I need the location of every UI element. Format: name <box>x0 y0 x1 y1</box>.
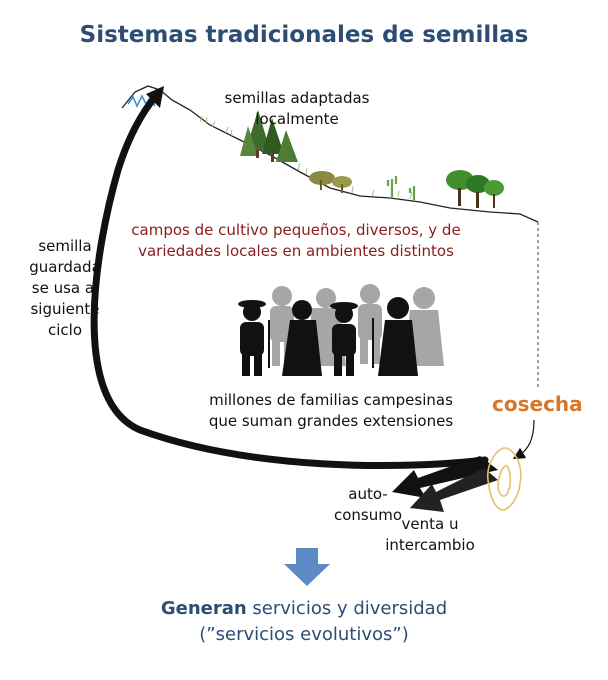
adapted-seeds-line-1: semillas adaptadas <box>224 89 370 107</box>
families-line-1: millones de familias campesinas <box>209 391 453 409</box>
conclusion-rest: servicios y diversidad <box>246 598 448 619</box>
down-arrow-icon <box>284 548 330 586</box>
saved-seed-line-3: se usa al <box>31 279 99 297</box>
sale-exchange-label: venta u intercambio <box>380 514 480 556</box>
conclusion-line-2: (”servicios evolutivos”) <box>199 624 409 645</box>
corn-seed-icon <box>487 447 522 511</box>
venta-arrow <box>410 468 498 512</box>
saved-seed-line-1: semilla <box>38 237 92 255</box>
auto-consumo-arrow <box>392 456 498 498</box>
fields-label: campos de cultivo pequeños, diversos, y … <box>118 220 474 262</box>
cactus-icon <box>386 176 416 200</box>
conclusion-bold: Generan <box>160 598 247 619</box>
tree-icon <box>446 170 504 208</box>
fields-line-2: variedades locales en ambientes distinto… <box>138 242 454 260</box>
harvest-arrow <box>512 419 535 460</box>
self-consumption-label: auto- consumo <box>330 484 406 526</box>
fields-line-1: campos de cultivo pequeños, diversos, y … <box>131 221 461 239</box>
conclusion-label: Generan servicios y diversidad (”servici… <box>0 596 608 648</box>
self-consumption-line-1: auto- <box>348 485 388 503</box>
return-loop-arrow <box>90 92 489 470</box>
adapted-seeds-label: semillas adaptadas localmente <box>212 88 382 130</box>
sale-exchange-line-2: intercambio <box>385 536 475 554</box>
saved-seed-line-2: guardada <box>29 258 101 276</box>
adapted-seeds-line-2: localmente <box>255 110 339 128</box>
conclusion-line-1: Generan servicios y diversidad <box>0 596 608 622</box>
farmers-silhouette <box>238 284 444 376</box>
harvest-label: cosecha <box>492 392 583 416</box>
sale-exchange-line-1: venta u <box>401 515 459 533</box>
page-title: Sistemas tradicionales de semillas <box>79 22 529 48</box>
grass-icon <box>199 115 413 200</box>
return-arrowhead <box>146 86 164 108</box>
self-consumption-line-2: consumo <box>333 506 403 524</box>
shrub-icon <box>309 171 352 193</box>
saved-seed-label: semilla guardada se usa al siguiente cic… <box>20 236 110 341</box>
saved-seed-line-4: siguiente <box>30 300 100 318</box>
forest-icon <box>240 110 298 162</box>
families-label: millones de familias campesinas que suma… <box>196 390 466 432</box>
families-line-2: que suman grandes extensiones <box>208 412 454 430</box>
saved-seed-line-5: ciclo <box>47 321 82 339</box>
